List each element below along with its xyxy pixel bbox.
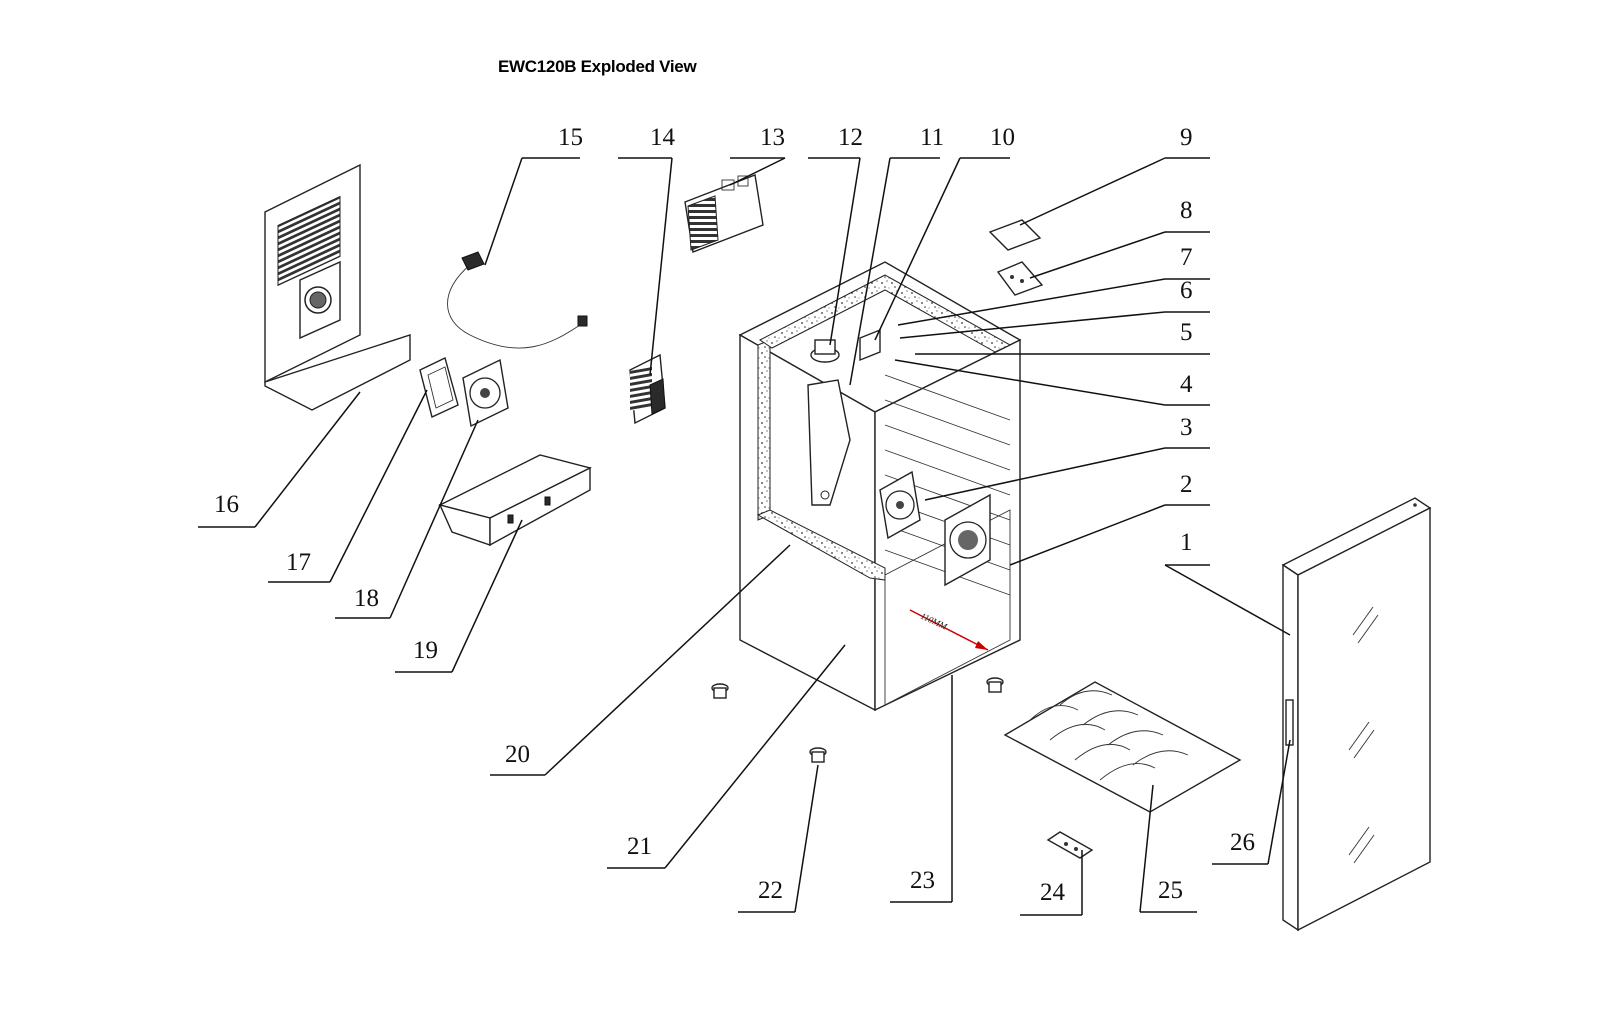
callout-label-9: 9 — [1180, 124, 1193, 151]
leader-line-20 — [544, 544, 791, 776]
callout-label-23: 23 — [910, 867, 935, 894]
callout-label-24: 24 — [1040, 879, 1066, 906]
leader-line-21 — [664, 644, 846, 869]
back-panel — [264, 163, 411, 411]
leader-line-2 — [1009, 504, 1166, 566]
leader-line-1 — [1164, 564, 1291, 636]
callout-label-15: 15 — [558, 124, 583, 151]
top-hinge-parts — [988, 219, 1044, 296]
callout-label-4: 4 — [1180, 371, 1193, 398]
leader-line-26 — [1267, 739, 1291, 865]
callout-label-21: 21 — [627, 833, 652, 860]
leader-line-12 — [829, 157, 861, 346]
glass-door — [1281, 497, 1432, 932]
leader-line-25 — [1139, 784, 1154, 913]
leader-line-17 — [329, 389, 428, 583]
callout-label-14: 14 — [650, 124, 676, 151]
callout-label-7: 7 — [1180, 244, 1193, 271]
leader-line-11 — [849, 157, 891, 386]
callout-label-11: 11 — [920, 124, 944, 151]
callout-label-20: 20 — [505, 741, 530, 768]
leader-line-22 — [794, 764, 819, 913]
leader-line-3 — [924, 447, 1166, 501]
leveling-feet — [711, 677, 1004, 763]
leader-line-9 — [1019, 157, 1166, 226]
leader-line-19 — [451, 519, 523, 673]
callout-label-13: 13 — [760, 124, 785, 151]
callout-label-2: 2 — [1180, 471, 1193, 498]
callout-label-12: 12 — [838, 124, 863, 151]
leader-line-15 — [484, 157, 523, 266]
leader-line-8 — [1029, 231, 1166, 279]
callout-label-26: 26 — [1230, 829, 1255, 856]
diagram-title: EWC120B Exploded View — [498, 57, 697, 76]
callout-label-17: 17 — [286, 549, 311, 576]
power-cord — [447, 251, 588, 349]
control-board — [684, 174, 764, 253]
leader-line-4 — [894, 359, 1166, 406]
leader-line-16 — [254, 391, 361, 528]
leader-line-13 — [729, 157, 786, 186]
callout-label-16: 16 — [214, 491, 239, 518]
leader-line-7 — [897, 278, 1166, 326]
callout-label-22: 22 — [758, 877, 783, 904]
leader-line-6 — [899, 311, 1166, 339]
leader-line-14 — [649, 157, 673, 376]
drip-tray — [438, 454, 592, 547]
callout-label-5: 5 — [1180, 319, 1193, 346]
cooling-module — [629, 353, 666, 425]
callout-label-25: 25 — [1158, 877, 1183, 904]
callout-label-10: 10 — [990, 124, 1015, 151]
callout-label-1: 1 — [1180, 529, 1193, 556]
fan-bracket — [419, 357, 459, 418]
leader-line-18 — [389, 419, 479, 619]
wine-rack-shelf — [1003, 681, 1242, 813]
bottom-hinge — [1046, 831, 1094, 859]
callout-label-19: 19 — [413, 637, 438, 664]
callout-label-18: 18 — [354, 585, 379, 612]
leader-line-10 — [874, 157, 961, 341]
rear-fan — [462, 358, 509, 428]
callout-label-3: 3 — [1180, 414, 1193, 441]
callout-label-8: 8 — [1180, 197, 1193, 224]
cabinet-body: 110MM — [738, 261, 1022, 712]
callout-label-6: 6 — [1180, 277, 1193, 304]
